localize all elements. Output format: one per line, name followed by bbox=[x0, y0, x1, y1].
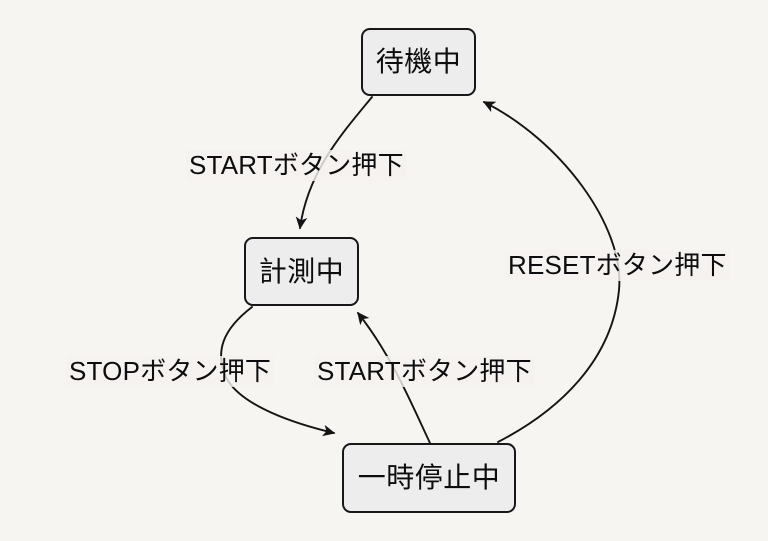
edge-label-stop: STOPボタン押下 bbox=[66, 356, 275, 388]
edge-label-start-top: STARTボタン押下 bbox=[186, 150, 407, 182]
state-node-standby-label: 待機中 bbox=[375, 46, 462, 77]
state-node-paused[interactable]: 一時停止中 bbox=[342, 443, 516, 513]
edge-label-reset: RESETボタン押下 bbox=[505, 250, 730, 282]
state-node-paused-label: 一時停止中 bbox=[357, 462, 501, 493]
state-node-measuring-label: 計測中 bbox=[258, 255, 345, 287]
state-node-measuring[interactable]: 計測中 bbox=[244, 237, 359, 306]
edge-reset bbox=[482, 101, 621, 443]
state-node-standby[interactable]: 待機中 bbox=[361, 28, 476, 96]
edge-label-start-resume: STARTボタン押下 bbox=[314, 356, 535, 388]
